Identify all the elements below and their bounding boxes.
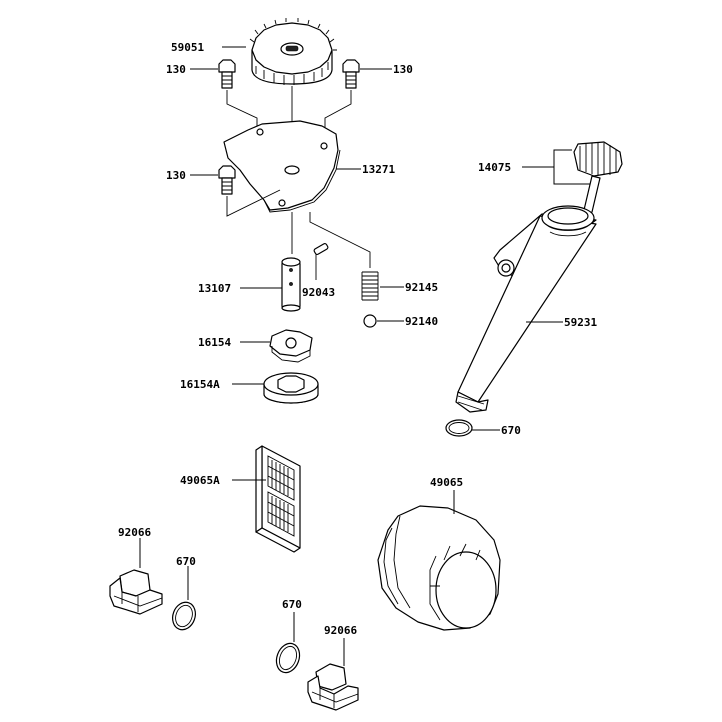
label-13271: 13271	[362, 163, 395, 176]
label-59231: 59231	[564, 316, 597, 329]
oil-filler-tube-59231	[455, 205, 597, 413]
oil-screen-49065A	[255, 445, 301, 553]
drain-plug-92066-mid	[307, 663, 359, 711]
label-670-right: 670	[501, 424, 521, 437]
label-16154A: 16154A	[180, 378, 220, 391]
label-59051: 59051	[171, 41, 204, 54]
label-92066-mid: 92066	[324, 624, 357, 637]
label-49065: 49065	[430, 476, 463, 489]
label-13107: 13107	[198, 282, 231, 295]
label-49065A: 49065A	[180, 474, 220, 487]
label-92066-left: 92066	[118, 526, 151, 539]
label-670-left: 670	[176, 555, 196, 568]
bolt-130-left-top	[218, 59, 236, 89]
label-14075: 14075	[478, 161, 511, 174]
drain-plug-92066-left	[109, 569, 163, 615]
o-ring-670-mid	[275, 642, 301, 674]
o-ring-670-left	[172, 601, 196, 631]
ball-92140	[363, 314, 377, 328]
label-92043: 92043	[302, 286, 335, 299]
outer-rotor-16154A	[263, 372, 319, 404]
cover-plate-13271	[223, 120, 341, 213]
label-130-left-mid: 130	[166, 169, 186, 182]
label-92145: 92145	[405, 281, 438, 294]
inner-rotor-16154	[269, 329, 313, 363]
shaft-13107	[281, 257, 301, 312]
dipstick-cap-14075	[573, 141, 623, 217]
gear-59051	[249, 18, 337, 85]
bolt-130-left-mid	[218, 165, 236, 195]
oil-filter-49065	[377, 505, 501, 631]
pin-92043	[313, 243, 329, 255]
label-670-mid: 670	[282, 598, 302, 611]
bolt-130-right	[342, 59, 360, 89]
label-16154: 16154	[198, 336, 231, 349]
spring-92145	[361, 271, 379, 301]
label-130-left-top: 130	[166, 63, 186, 76]
label-130-right: 130	[393, 63, 413, 76]
label-92140: 92140	[405, 315, 438, 328]
